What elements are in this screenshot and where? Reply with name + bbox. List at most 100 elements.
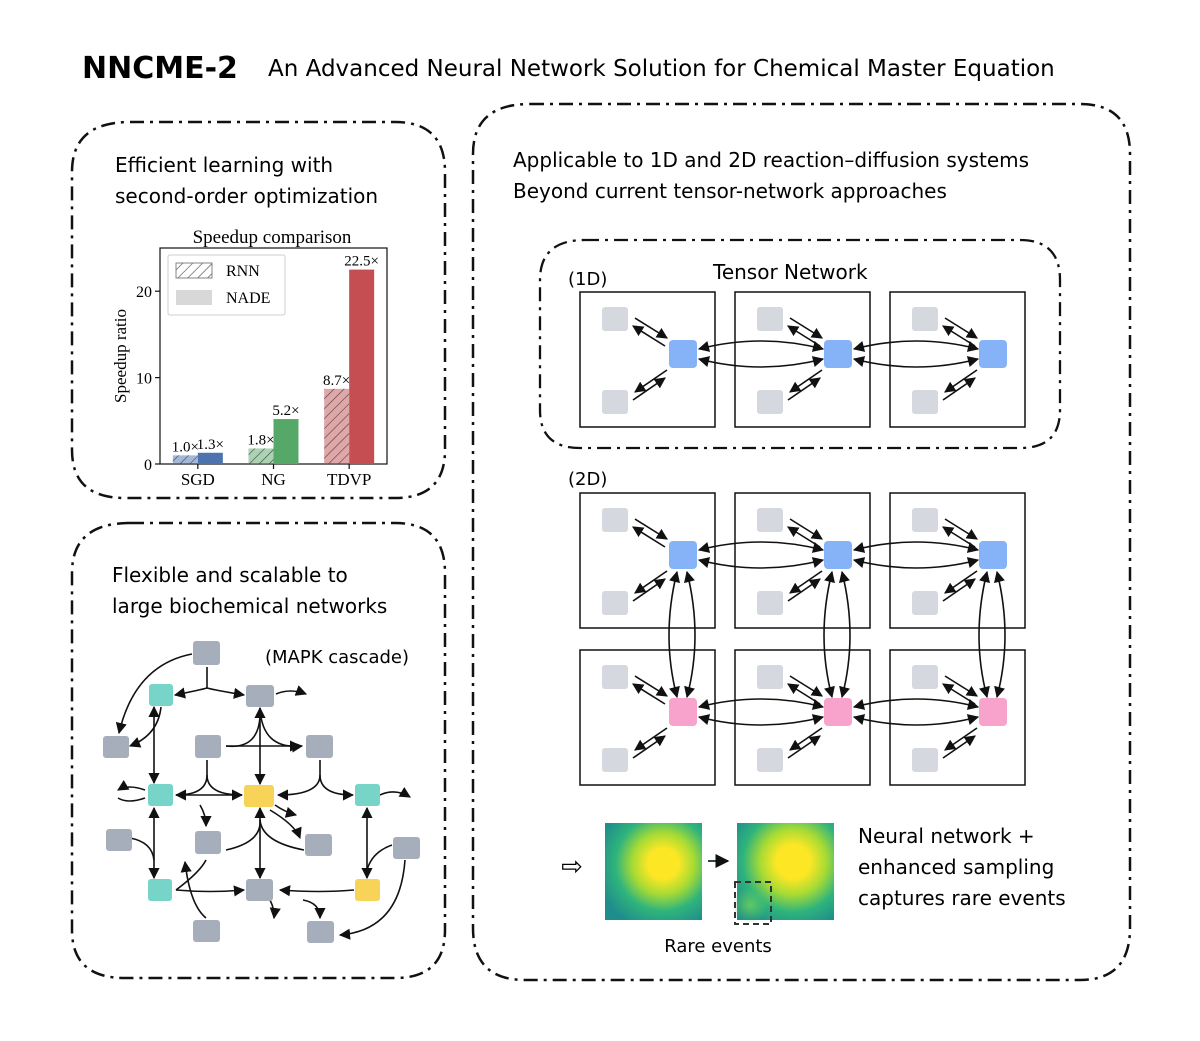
- bar-hatch: [324, 388, 350, 464]
- species-node-center: [979, 340, 1007, 368]
- edge: [174, 774, 208, 801]
- species-node-gray: [757, 307, 783, 331]
- edge: [269, 809, 302, 840]
- rare-events-caption: Rare events: [664, 936, 772, 957]
- panel-learning-border: [70, 120, 447, 500]
- coupling-arrow: [697, 698, 825, 710]
- legend-swatch-nade: [176, 290, 212, 305]
- rare-event-spot: [732, 887, 768, 923]
- coupling-arrow: [697, 340, 825, 352]
- coupling-arrow: [697, 356, 825, 368]
- edge: [259, 707, 304, 753]
- edge: [225, 707, 261, 748]
- reaction-arrow: [632, 325, 666, 347]
- species-node-center: [979, 541, 1007, 569]
- edge: [319, 774, 355, 801]
- coupling-arrow: [852, 557, 980, 569]
- edge: [269, 899, 281, 920]
- species-node-center: [979, 698, 1007, 726]
- edge: [276, 774, 321, 801]
- bars: 1.0×1.3×1.8×5.2×8.7×22.5×: [172, 254, 379, 464]
- edge: [259, 819, 305, 851]
- reaction-arrow: [944, 570, 978, 594]
- species-node-gray: [912, 665, 938, 689]
- mapk-node-gray: [306, 735, 333, 758]
- edge: [379, 787, 411, 798]
- subtitle: An Advanced Neural Network Solution for …: [268, 56, 1055, 82]
- systems-heading-line1: Applicable to 1D and 2D reaction–diffusi…: [513, 148, 1029, 172]
- label-1d: (1D): [568, 269, 607, 290]
- reaction-arrow: [634, 570, 668, 594]
- species-node-gray: [602, 508, 628, 532]
- species-node-center: [669, 340, 697, 368]
- species-node-gray: [602, 591, 628, 615]
- lattice-site: [579, 492, 716, 629]
- panel-network-border: [70, 521, 447, 980]
- coupling-arrow: [852, 356, 980, 368]
- coupling-arrow: [697, 557, 825, 569]
- x-tick-label: TDVP: [327, 470, 371, 489]
- mapk-node-gray: [305, 834, 332, 856]
- legend-swatch-rnn: [175, 262, 213, 279]
- site-couplings: [668, 340, 1006, 726]
- mapk-node-gray: [195, 831, 221, 854]
- nn-line1: Neural network +: [858, 824, 1035, 848]
- nn-line2: enhanced sampling: [858, 855, 1054, 879]
- species-node-gray: [912, 307, 938, 331]
- bar-hatch: [172, 455, 198, 464]
- reaction-arrow: [787, 377, 821, 401]
- heatmap-before: [605, 823, 702, 920]
- tensor-network-border: [538, 238, 1062, 450]
- species-node-gray: [602, 665, 628, 689]
- tensor-network-label: Tensor Network: [712, 260, 868, 284]
- coupling-arrow: [852, 698, 980, 710]
- coupling-arrow: [668, 570, 680, 699]
- panel-systems-border: [471, 102, 1132, 982]
- mapk-node-gray: [103, 736, 129, 758]
- species-node-gray: [912, 508, 938, 532]
- reaction-arrow: [789, 727, 823, 751]
- edge: [225, 819, 261, 851]
- reaction-arrow: [789, 570, 823, 594]
- x-tick-label: SGD: [181, 470, 215, 489]
- mapk-network: [103, 641, 420, 943]
- edge: [173, 687, 208, 699]
- lattice-site: [889, 649, 1026, 786]
- coupling-arrow: [852, 541, 980, 553]
- reaction-arrow: [789, 317, 823, 339]
- reaction-arrow: [634, 727, 668, 751]
- reaction-arrow: [944, 675, 978, 697]
- edge: [275, 685, 308, 696]
- bar-value-label: 1.8×: [247, 432, 274, 448]
- reaction-arrow: [632, 526, 666, 548]
- main-title: NNCME-2: [82, 51, 238, 86]
- edge: [117, 797, 146, 802]
- reaction-arrow: [634, 317, 668, 339]
- mapk-tag: (MAPK cascade): [265, 647, 409, 668]
- mapk-node-yellow: [244, 785, 274, 807]
- species-node-gray: [757, 390, 783, 414]
- learning-heading-line1: Efficient learning with: [115, 153, 333, 177]
- species-node-center: [669, 698, 697, 726]
- edge: [115, 653, 193, 735]
- nn-line3: captures rare events: [858, 886, 1066, 910]
- lattice-site: [889, 291, 1026, 428]
- bar-value-label: 22.5×: [344, 254, 379, 270]
- y-tick-label: 10: [136, 371, 152, 388]
- species-node-gray: [757, 748, 783, 772]
- reaction-arrow: [942, 377, 976, 401]
- reaction-arrow: [944, 317, 978, 339]
- reaction-arrow: [942, 735, 976, 759]
- mapk-node-teal: [355, 784, 380, 806]
- bar-nade-sgd: [197, 452, 223, 464]
- lattice-site: [734, 492, 871, 629]
- chart-legend: RNN NADE: [167, 254, 286, 316]
- edge: [175, 859, 207, 891]
- edge: [180, 860, 207, 919]
- edge: [302, 899, 326, 920]
- mapk-nodes: [103, 641, 420, 943]
- mapk-node-teal: [149, 684, 173, 706]
